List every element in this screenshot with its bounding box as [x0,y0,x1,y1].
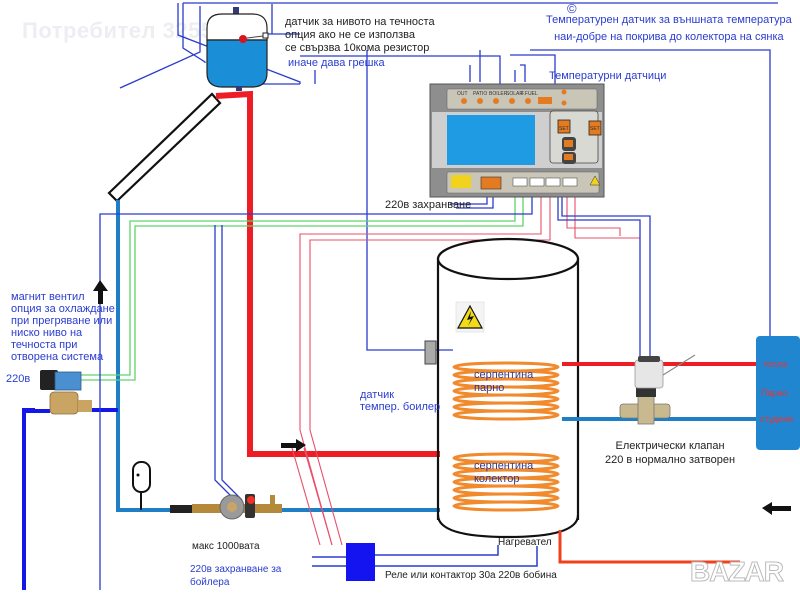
boiler-power-line-2: бойлера [190,577,230,588]
flow-arrow-right [281,439,306,452]
controller-top-terminals [461,89,567,106]
terminal-label-boiler: BOILER [489,91,508,97]
boiler-sensor-line-2: темпер. боилер [360,401,441,413]
solar-controller: OUT PATIO BOILER SOLAR F.FUEL SET SET [429,83,605,198]
level-sensor-warning: иначе дава грешка [288,57,385,69]
sensor-wires-pink [291,195,641,546]
level-sensor-line-2: опция ако не се използва [285,29,416,41]
solenoid-line-5: течноста при [11,339,78,351]
flow-arrow-left [762,502,791,515]
cold-water-inlet-pipe [22,408,35,590]
set-button-label-1: SET [559,126,569,132]
level-sensor-line-1: датчик за нивото на течноста [285,16,435,28]
circulation-pump [170,494,282,520]
coil-steam [452,361,560,421]
set-button-label-2: SET [590,126,600,132]
terminal-label-solar: SOLAR [506,91,523,97]
coil-collector-label-1: серпентина [474,460,534,472]
boiler-power-note: 220в захранване за бойлера [190,563,281,589]
relay-label: Реле или контактор 30а 220в бобина [385,570,557,581]
level-sensor-note: датчик за нивото на течноста опция ако н… [285,16,435,55]
relay-box [312,543,538,581]
pump-max-label: макс 1000вата [192,541,260,552]
heater-power-line [558,530,740,564]
terminal-label-patio: PATIO [473,91,487,97]
coil-steam-label-1: серпентина [474,369,534,381]
brand-watermark: BAZAR [690,556,785,588]
terminal-label-out: OUT [457,91,468,97]
solenoid-line-2: опция за охлаждане [11,303,115,315]
electric-valve-line-1: Електрически клапан [615,440,725,452]
solenoid-line-1: магнит вентил [11,291,85,303]
small-expansion-tank [132,461,151,510]
outdoor-sensor-note: Температурен датчик за външната температ… [546,12,792,46]
terminal-label-ffuel: F.FUEL [521,91,538,97]
copyright-icon: © [567,1,577,16]
heating-unit-cold-label: студена [760,414,794,424]
solenoid-valve-note: магнит вентил опция за охлаждане при пре… [11,291,115,363]
coil-collector [452,452,560,512]
heating-unit-steam-label: Парно [761,388,788,398]
hot-pipe-collector [215,90,440,457]
cold-pipe-left [116,200,440,512]
outdoor-sensor-line-2: наи-добре на покрива до колектора на сян… [554,31,784,43]
solenoid-line-4: ниско ниво на [11,327,83,339]
solenoid-line-3: при прегряване или [11,315,113,327]
boiler-power-line-1: 220в захранване за [190,564,282,575]
outdoor-sensor-line-1: Температурен датчик за външната температ… [546,14,792,26]
temp-sensors-label: Температурни датчици [549,70,667,82]
boiler-sensor-note: датчик темпер. боилер [360,389,440,413]
power-supply-label: 220в захранване [385,199,472,211]
expansion-tank [206,7,269,91]
boiler-sensor-sleeve [424,340,437,365]
heating-unit-hot-label: топла [763,359,788,369]
boiler-sensor-line-1: датчик [360,389,395,401]
heating-unit [756,336,800,450]
solar-collector [107,92,222,203]
boiler-tank [424,237,580,539]
solenoid-valve [40,370,92,415]
coil-collector-label-2: колектор [474,473,519,485]
electric-valve-note: Електрически клапан 220 в нормално затво… [605,439,735,467]
sensor-wires-lower [99,193,651,590]
coil-steam-label-2: парно [474,382,504,394]
electric-valve [619,354,696,425]
level-sensor-line-3: се свързва 10кома резистор [285,42,430,54]
solenoid-line-6: отворена система [11,351,104,363]
flow-arrow-up [93,280,108,304]
sensor-wires-blue [119,2,778,351]
solenoid-voltage-label: 220в [6,373,31,385]
electric-valve-line-2: 220 в нормално затворен [605,454,736,466]
sensor-wires-green [80,195,524,381]
heater-label: Нагревател [498,537,552,548]
